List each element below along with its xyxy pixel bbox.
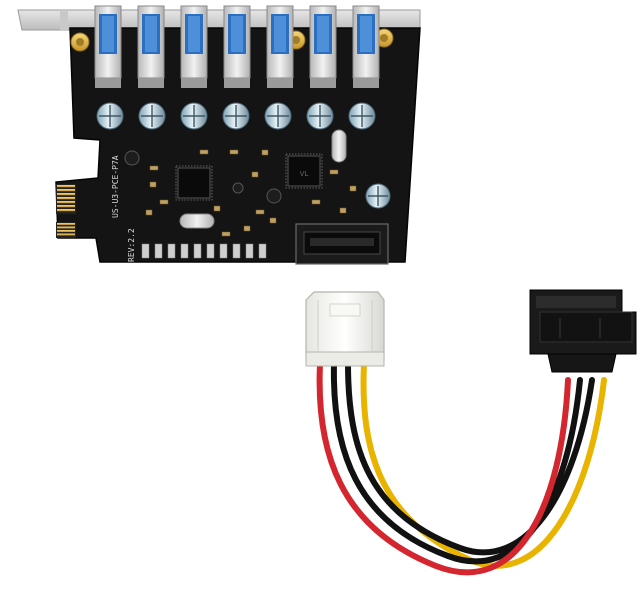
capacitor (138, 102, 166, 130)
header-pin (258, 243, 267, 259)
usb-pcie-card: VL US-U3-PCE-P7A REV:2.2 (17, 5, 421, 265)
smd-resistor (199, 149, 209, 155)
crystal-oscillator (331, 129, 347, 163)
smd-resistor (159, 199, 169, 205)
usb-port (180, 5, 208, 88)
smd-resistor (243, 225, 251, 232)
transistor (266, 188, 282, 204)
smd-resistor (339, 207, 347, 214)
capacitor (264, 102, 292, 130)
usb-port-row (94, 5, 380, 88)
header-pin (245, 243, 254, 259)
crystal-oscillator (179, 213, 215, 229)
usb-port (137, 5, 165, 88)
capacitor-row (96, 102, 376, 130)
smd-resistor (349, 185, 357, 192)
smd-resistor (261, 149, 269, 156)
mount-screw (70, 32, 90, 52)
wire-black (345, 361, 595, 556)
smd-resistor (229, 149, 239, 155)
molex-connector (305, 291, 385, 367)
chip-marking: VL (300, 170, 309, 178)
hub-chip: VL (285, 153, 323, 189)
capacitor (365, 183, 391, 209)
model-silkscreen: US-U3-PCE-P7A (111, 155, 120, 218)
capacitor (180, 102, 208, 130)
capacitor (348, 102, 376, 130)
main-controller-chip (175, 165, 213, 201)
header-pin (180, 243, 189, 259)
wire-black (330, 361, 583, 565)
header-pin (193, 243, 202, 259)
header-pin (206, 243, 215, 259)
smd-resistor (149, 181, 157, 188)
transistor (232, 182, 244, 194)
usb-port (266, 5, 294, 88)
capacitor (306, 102, 334, 130)
smd-resistor (213, 205, 221, 212)
usb-port (309, 5, 337, 88)
header-pin (167, 243, 176, 259)
smd-resistor (311, 199, 321, 205)
usb-port (223, 5, 251, 88)
smd-resistor (329, 169, 339, 175)
capacitor (96, 102, 124, 130)
header-pin (141, 243, 150, 259)
usb-port (352, 5, 380, 88)
smd-resistor (145, 209, 153, 216)
sata-power-socket (295, 223, 389, 265)
pin-header (141, 243, 267, 259)
smd-resistor (149, 165, 159, 171)
sata-connector (529, 289, 637, 373)
smd-resistor (251, 171, 259, 178)
smd-resistor (255, 209, 265, 215)
header-pin (154, 243, 163, 259)
wire-red (316, 361, 571, 576)
pcie-gold-connector (56, 184, 76, 238)
smd-components (145, 149, 357, 237)
smd-resistor (269, 217, 277, 224)
usb-port (94, 5, 122, 88)
transistor (124, 150, 140, 166)
molex-to-sata-cable (305, 289, 637, 576)
revision-silkscreen: REV:2.2 (127, 228, 136, 262)
smd-resistor (221, 231, 231, 237)
header-pin (232, 243, 241, 259)
header-pin (219, 243, 228, 259)
capacitor (222, 102, 250, 130)
